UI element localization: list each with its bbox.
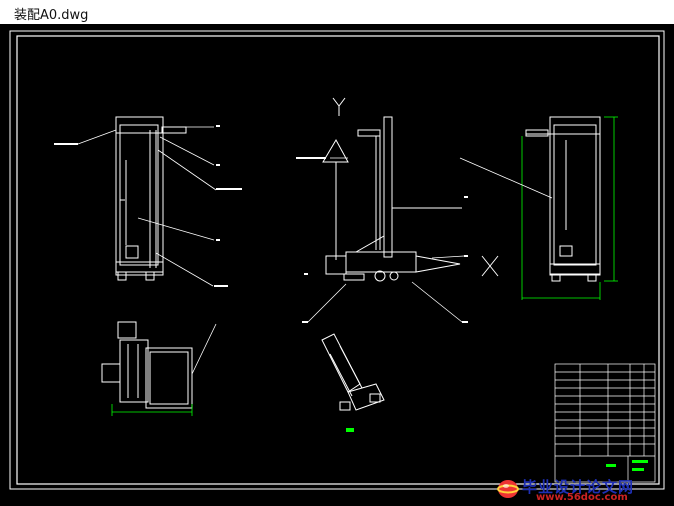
- watermark: 毕业设计论文网 www.56doc.com: [496, 476, 666, 504]
- side-view-center: [322, 116, 462, 282]
- right-view-leader: [459, 157, 553, 199]
- watermark-url: www.56doc.com: [536, 492, 628, 503]
- watermark-chinese-text: 毕业设计论文网: [522, 478, 635, 496]
- top-view-dimension: [111, 404, 193, 416]
- top-view-leader: [191, 323, 217, 375]
- right-view: [525, 116, 601, 282]
- front-view-callout-marks: [54, 125, 242, 287]
- side-view-axis-y: [332, 97, 346, 116]
- front-view-left: [115, 116, 187, 281]
- right-view-dimensions: [521, 116, 618, 300]
- side-view-leaders: [307, 157, 465, 323]
- title-block-green-marks: [606, 460, 648, 471]
- isometric-view: [321, 333, 385, 411]
- front-view-leaders: [77, 126, 217, 287]
- window-title-bar: 装配A0.dwg: [0, 0, 674, 25]
- title-block: [554, 363, 656, 483]
- isometric-label: [346, 428, 354, 432]
- top-view: [101, 321, 193, 409]
- window-title: 装配A0.dwg: [14, 8, 89, 23]
- inner-frame: [16, 35, 660, 485]
- side-view-callout-marks: [296, 157, 468, 323]
- cad-drawing-canvas[interactable]: 毕业设计论文网 www.56doc.com: [0, 24, 674, 506]
- outer-frame: [9, 30, 665, 490]
- side-view-axis-x: [481, 255, 499, 277]
- globe-logo-icon: [497, 480, 519, 498]
